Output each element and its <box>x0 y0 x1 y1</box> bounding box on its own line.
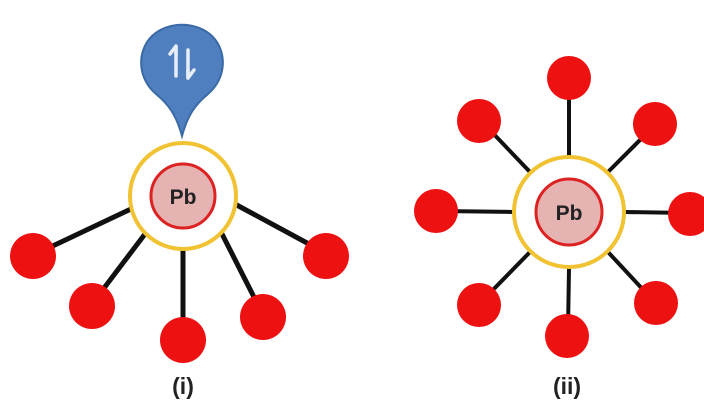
ligand-3 <box>668 192 704 236</box>
bond-4 <box>217 228 261 307</box>
panel-ii: Pb (ii) <box>414 56 704 399</box>
ligand-5 <box>303 233 349 279</box>
ligand-6 <box>457 283 501 327</box>
bond-5 <box>231 200 322 253</box>
ligand-5 <box>545 314 589 358</box>
lead-atom-label: Pb <box>556 202 583 225</box>
panel-ii-caption: (ii) <box>553 373 581 399</box>
panel-i: Pb (i) <box>10 23 349 399</box>
ligand-1 <box>547 56 591 100</box>
lead-atom <box>534 177 604 247</box>
ligand-1 <box>10 233 56 279</box>
ligand-4 <box>634 281 678 325</box>
pin-shape <box>140 23 224 140</box>
ligand-2 <box>633 102 677 146</box>
ligand-7 <box>414 189 458 233</box>
up-down-arrows-icon <box>168 44 196 80</box>
ligand-8 <box>457 99 501 143</box>
bond-1 <box>38 205 135 255</box>
lead-atom-label: Pb <box>170 186 197 209</box>
map-pin-marker <box>140 23 224 140</box>
ligand-4 <box>240 294 286 340</box>
ligand-3 <box>160 317 206 363</box>
ligand-2 <box>69 283 115 329</box>
lead-atom <box>149 162 217 230</box>
panel-i-caption: (i) <box>172 373 194 399</box>
